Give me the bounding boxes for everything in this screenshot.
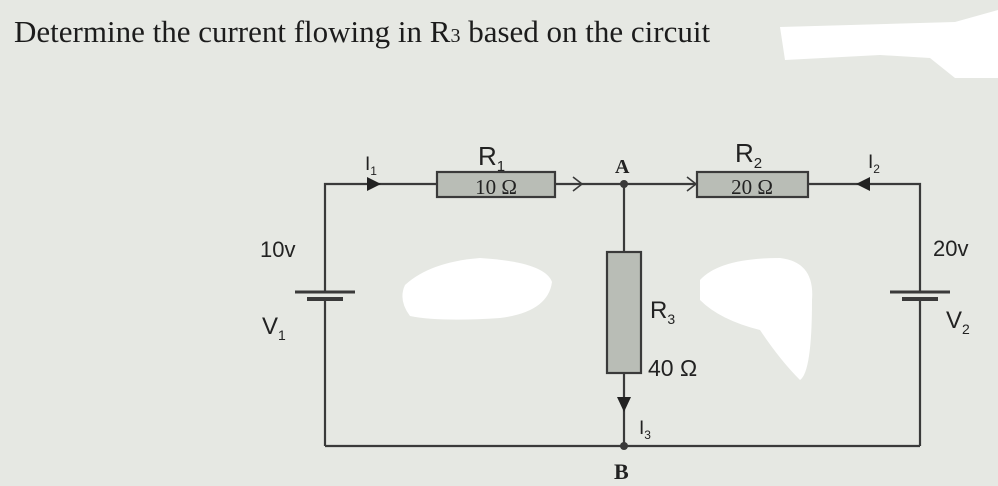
i1-label: I1 [365, 154, 377, 178]
redaction-patch-right [700, 258, 813, 380]
arrow-i3-icon [617, 397, 631, 412]
wire-top-left [323, 182, 437, 292]
node-b-label: B [614, 459, 629, 484]
r1-value: 10 Ω [475, 175, 517, 199]
resistor-r2 [695, 170, 810, 199]
i3-label: I3 [639, 418, 651, 442]
question-subscript: 3 [450, 25, 461, 47]
r2-name: R2 [735, 138, 762, 172]
redaction-patch-left [402, 258, 552, 320]
question-suffix: based on the circuit [460, 14, 711, 49]
node-a-label: A [615, 156, 630, 178]
question-text: Determine the current flowing in R3 base… [14, 14, 710, 50]
r3-value: 40 Ω [648, 355, 697, 381]
r2-value: 20 Ω [731, 175, 773, 199]
v2-voltage: 20v [933, 236, 968, 261]
i2-label: I2 [868, 152, 880, 176]
r1-name: R1 [478, 141, 505, 175]
r3-name: R3 [650, 297, 675, 327]
node-b-dot [620, 442, 628, 450]
question-prefix: Determine the current flowing in R [14, 14, 451, 49]
resistor-r3 [605, 250, 643, 375]
v2-name: V2 [946, 307, 970, 337]
redaction-patch-top [780, 10, 998, 78]
node-a-dot [620, 180, 628, 188]
wire-top-right [808, 182, 922, 292]
current-hook-left [572, 176, 584, 192]
resistor-r1 [435, 170, 557, 199]
v1-name: V1 [262, 313, 286, 343]
arrow-i1-icon [367, 177, 381, 191]
v1-voltage: 10v [260, 237, 295, 262]
arrow-i2-icon [856, 177, 870, 191]
